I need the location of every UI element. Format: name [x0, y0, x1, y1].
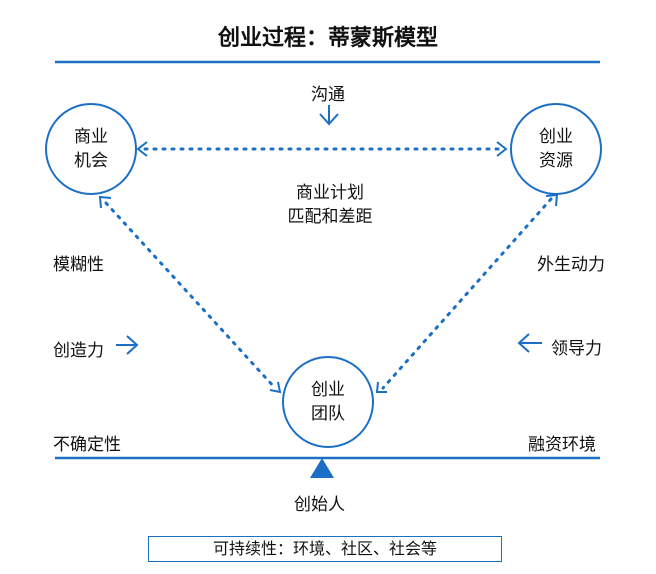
label-creativity: 创造力 — [53, 341, 104, 361]
connector-resources-team — [381, 197, 553, 390]
node-resources-line2: 资源 — [539, 151, 573, 171]
arrowhead-left-top — [136, 141, 148, 157]
label-fit-and-gap: 匹配和差距 — [287, 207, 373, 227]
node-resources-line1: 创业 — [539, 127, 573, 147]
arrowhead-team-left — [269, 381, 282, 394]
arrowhead-opportunity-end — [98, 195, 112, 209]
node-team-circle — [282, 356, 374, 448]
node-opportunity-circle — [45, 103, 137, 195]
node-opportunity: 商业 机会 — [51, 125, 131, 173]
fulcrum-triangle — [310, 458, 334, 478]
label-leadership: 领导力 — [551, 339, 602, 359]
node-opportunity-line2: 机会 — [74, 151, 108, 171]
label-ambiguity: 模糊性 — [53, 255, 104, 275]
arrowhead-team-right — [375, 381, 387, 393]
label-uncertainty: 不确定性 — [53, 435, 121, 455]
node-team-line1: 创业 — [311, 380, 345, 400]
label-communication: 沟通 — [311, 85, 345, 105]
right-arrow-head — [126, 335, 139, 355]
label-external-forces: 外生动力 — [537, 255, 605, 275]
label-capital-environment: 融资环境 — [528, 435, 596, 455]
node-team: 创业 团队 — [288, 378, 368, 426]
node-resources: 创业 资源 — [516, 125, 596, 173]
sustainability-box: 可持续性：环境、社区、社会等 — [148, 536, 502, 562]
node-team-line2: 团队 — [311, 404, 345, 424]
arrowhead-right-top — [496, 141, 508, 157]
label-founder: 创始人 — [294, 495, 345, 515]
down-arrow-head — [319, 113, 339, 126]
page-title: 创业过程：蒂蒙斯模型 — [217, 26, 438, 51]
connector-opportunity-team — [104, 201, 277, 390]
left-arrow-head — [517, 333, 530, 353]
node-opportunity-line1: 商业 — [74, 127, 108, 147]
arrowhead-resources-end — [545, 193, 559, 207]
label-business-plan: 商业计划 — [296, 183, 364, 203]
node-resources-circle — [510, 103, 602, 195]
